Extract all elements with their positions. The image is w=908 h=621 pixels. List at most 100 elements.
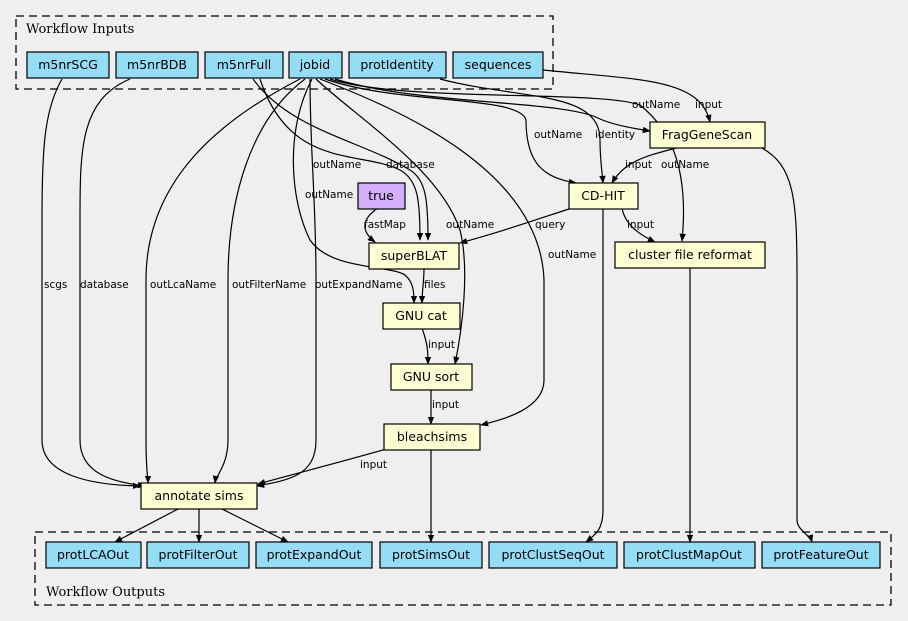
edge-label-gnusort-outname: outName (446, 219, 494, 231)
edge-label-superblat-database: database (386, 159, 435, 171)
node-label: GNU cat (395, 308, 447, 323)
node-box (761, 541, 881, 569)
step-node-bleachsims[interactable]: bleachsims (383, 423, 481, 451)
edge-label-gnusort-input: input (428, 339, 455, 351)
output-node-protfeatureout[interactable]: protFeatureOut (761, 541, 881, 569)
input-node-m5nrscg[interactable]: m5nrSCG (26, 51, 110, 79)
node-box (140, 482, 258, 510)
edge-files (418, 267, 426, 304)
edge-protclustseqout (585, 208, 604, 543)
node-box (614, 241, 766, 269)
edge-label-superblat-outname: outName (313, 159, 361, 171)
edge-label-reformat-input: input (627, 219, 654, 231)
node-box (288, 51, 343, 79)
edge-label-annot-database: database (80, 279, 129, 291)
input-node-protidentity[interactable]: protIdentity (348, 51, 447, 79)
edge-query (459, 207, 573, 245)
input-node-m5nrfull[interactable]: m5nrFull (204, 51, 284, 79)
edge-label-bleach-outname: outName (548, 249, 596, 261)
step-node-gnusort[interactable]: GNU sort (390, 363, 473, 391)
node-label: bleachsims (397, 429, 467, 444)
edge-label-scgs: scgs (44, 279, 67, 291)
node-box (623, 541, 756, 569)
edge-label-query: query (535, 219, 565, 231)
node-box (382, 302, 461, 330)
node-box (368, 242, 460, 270)
node-label: superBLAT (381, 248, 448, 263)
node-label: protSimsOut (392, 547, 470, 562)
node-label: protLCAOut (57, 547, 129, 562)
node-label: protFeatureOut (773, 547, 868, 562)
edge-annot-database (79, 78, 146, 489)
edge-outlcaname (144, 78, 301, 484)
edge-label-bleach-input: input (432, 399, 459, 411)
node-label: FragGeneScan (662, 127, 752, 142)
node-box (568, 182, 639, 210)
edge-outfiltername (212, 78, 306, 484)
workflow-outputs-cluster (34, 531, 892, 606)
step-node-fraggenescan[interactable]: FragGeneScan (649, 121, 766, 149)
edge-gnusort-input (421, 327, 432, 365)
edge-reformat-input (621, 207, 656, 243)
edge-protlcaout (114, 507, 181, 543)
node-label: GNU sort (403, 369, 459, 384)
output-node-protclustseqout[interactable]: protClustSeqOut (488, 541, 618, 569)
input-node-jobid[interactable]: jobid (288, 51, 343, 79)
node-label: true (368, 188, 394, 203)
node-label: m5nrSCG (38, 57, 98, 72)
node-box (26, 51, 110, 79)
step-node-superblat[interactable]: superBLAT (368, 242, 460, 270)
param-node-true[interactable]: true (357, 182, 406, 210)
node-label: m5nrFull (217, 57, 272, 72)
output-node-protlcaout[interactable]: protLCAOut (45, 541, 142, 569)
edge-label-gnucat-outname: outName (305, 189, 353, 201)
input-node-m5nrbdb[interactable]: m5nrBDB (115, 51, 199, 79)
edge-superblat-outname (259, 78, 424, 241)
node-label: protIdentity (360, 57, 434, 72)
edge-outexpandname (256, 78, 317, 488)
edge-label-outlcaname: outLcaName (150, 279, 216, 291)
edge-label-cdhit-input: input (625, 159, 652, 171)
node-box (452, 51, 544, 79)
output-node-protsimsout[interactable]: protSimsOut (379, 541, 483, 569)
edge-label-cdhit-identity: identity (595, 129, 635, 141)
edge-cdhit-input (611, 146, 681, 184)
step-node-cdhit[interactable]: CD-HIT (568, 182, 639, 210)
step-node-cluster-file-reformat[interactable]: cluster file reformat (614, 241, 766, 269)
node-label: jobid (299, 57, 330, 72)
edge-protexpandout (219, 507, 289, 543)
edge-cdhit-outname (324, 78, 577, 186)
edge-labels: outName input outName identity input out… (44, 99, 722, 471)
node-label: CD-HIT (581, 188, 625, 203)
edge-label-fastmap: fastMap (364, 219, 406, 231)
edge-label-annot-input: input (360, 459, 387, 471)
edge-label-fgs-input: input (695, 99, 722, 111)
output-node-protclustmapout[interactable]: protClustMapOut (623, 541, 756, 569)
edge-label-reformat-outname: outName (661, 159, 709, 171)
edge-label-outfiltername: outFilterName (232, 279, 306, 291)
input-node-sequences[interactable]: sequences (452, 51, 544, 79)
node-label: protClustSeqOut (501, 547, 604, 562)
node-box (146, 541, 250, 569)
node-box (255, 541, 373, 569)
edge-fastmap (364, 207, 379, 243)
node-label: m5nrBDB (127, 57, 187, 72)
node-box (379, 541, 483, 569)
edge-gnucat-outname (292, 78, 418, 304)
edge-cdhit-identity (439, 78, 606, 184)
node-label: protFilterOut (159, 547, 238, 562)
edge-gnusort-outname (315, 78, 466, 365)
output-node-protexpandout[interactable]: protExpandOut (255, 541, 373, 569)
edge-label-files: files (424, 279, 445, 291)
edge-scgs (41, 78, 141, 490)
edge-fgs-input (542, 69, 712, 123)
workflow-outputs-title: Workflow Outputs (46, 585, 165, 600)
workflow-inputs-title: Workflow Inputs (26, 22, 134, 37)
edge-superblat-database (252, 78, 432, 241)
node-box (45, 541, 142, 569)
node-box (348, 51, 447, 79)
step-node-annotate-sims[interactable]: annotate sims (140, 482, 258, 510)
step-node-gnucat[interactable]: GNU cat (382, 302, 461, 330)
output-node-protfilterout[interactable]: protFilterOut (146, 541, 250, 569)
